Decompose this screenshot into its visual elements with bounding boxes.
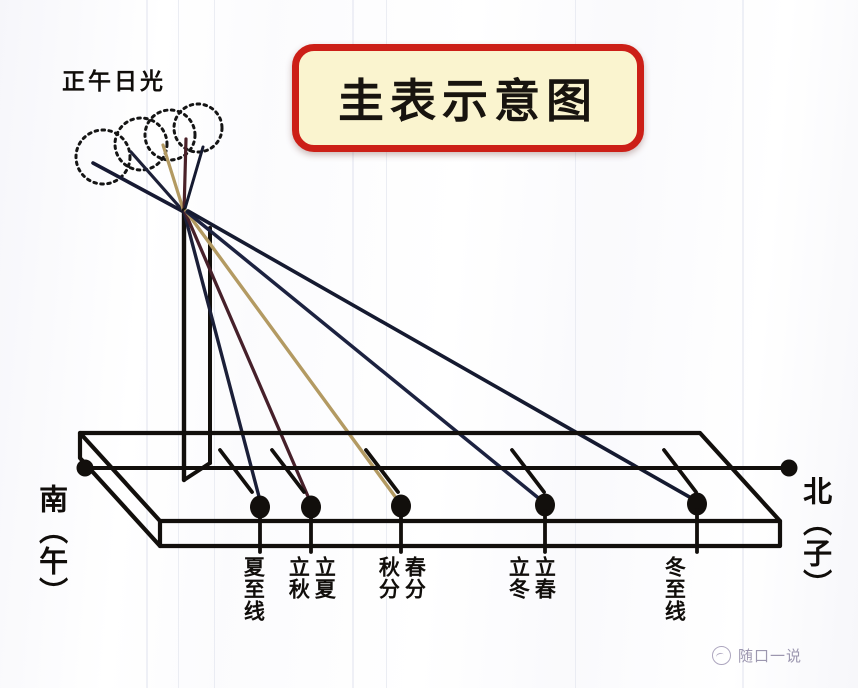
incoming-ray-summer	[91, 161, 186, 214]
paper-streak	[146, 0, 148, 688]
title-plaque: 圭表示意图	[292, 44, 644, 152]
marker-dot	[687, 492, 707, 516]
graduation-tick-start-autumn	[270, 448, 306, 494]
watermark-text: 随口一说	[738, 647, 803, 665]
sun-disc-group	[74, 102, 224, 186]
tick-label-autumn-equinox: 秋分	[376, 556, 402, 600]
sun-disc-summer-solstice	[74, 128, 132, 186]
gnomon-rod	[181, 207, 212, 483]
north-endpoint-dot	[780, 459, 798, 477]
marker-dot	[391, 494, 411, 518]
tick-label-start-of-spring: 立春	[532, 556, 558, 600]
watermark-logo-icon	[712, 646, 731, 665]
paper-streak	[178, 0, 179, 688]
tick-label-start-of-autumn: 立秋	[286, 556, 312, 600]
marker-dot	[301, 495, 321, 519]
graduation-tick-summer-solstice	[218, 448, 254, 494]
plate-front-thickness	[157, 518, 783, 549]
season-marker-dongzhi	[687, 492, 707, 554]
paper-streak	[214, 0, 215, 688]
paper-streak	[386, 0, 387, 688]
measuring-plate	[77, 430, 783, 549]
shadow-ray-start-autumn-summer	[183, 210, 315, 510]
shadow-ray-start-winter-spring	[185, 210, 549, 507]
season-marker-lidong-lichun	[535, 493, 555, 554]
page-title: 圭表示意图	[338, 74, 598, 128]
tick-label-start-of-winter: 立冬	[506, 556, 532, 600]
shadow-ray-summer-solstice	[182, 210, 264, 510]
season-marker-qiufen-chunfen	[391, 494, 411, 554]
plate-graduation-ticks	[218, 448, 698, 494]
paper-streak	[742, 0, 744, 688]
label-north-direction: 北（子）	[798, 476, 833, 600]
sun-disc-equinox-a	[113, 116, 169, 172]
tick-label-spring-equinox: 春分	[402, 556, 428, 600]
marker-dot	[535, 493, 555, 517]
plate-left-thickness	[77, 430, 163, 549]
tick-label-summer-solstice-line: 夏至线	[241, 556, 267, 622]
watermark: 随口一说	[712, 645, 802, 666]
incoming-ray-start-winter	[182, 137, 188, 214]
marker-dot	[250, 495, 270, 519]
graduation-tick-start-winter	[510, 448, 546, 494]
season-markers	[250, 492, 707, 554]
sun-disc-winter-solstice	[172, 102, 224, 154]
paper-streak	[575, 0, 576, 688]
tick-label-winter-solstice-line: 冬至线	[662, 556, 688, 622]
shadow-ray-equinox	[184, 209, 404, 508]
incoming-sun-rays	[91, 137, 205, 214]
label-noon-sunlight: 正午日光	[62, 68, 166, 95]
graduation-tick-equinox	[364, 448, 400, 494]
shadow-ray-winter-solstice	[186, 209, 702, 505]
incoming-ray-start-summer	[129, 150, 186, 214]
incoming-ray-winter	[182, 145, 205, 214]
sun-disc-equinox-b	[143, 108, 197, 162]
meridian-line	[76, 459, 798, 477]
south-endpoint-dot	[76, 459, 94, 477]
shadow-rays	[182, 209, 702, 510]
label-south-direction: 南（午）	[34, 484, 69, 608]
incoming-ray-equinox	[161, 143, 186, 214]
gnomon-foot	[182, 461, 212, 482]
season-marker-liqiu-lixia	[301, 495, 321, 554]
graduation-tick-winter-solstice	[662, 448, 698, 494]
tick-label-start-of-summer: 立夏	[312, 556, 338, 600]
paper-streak	[352, 0, 354, 688]
season-marker-xiazhi	[250, 495, 270, 554]
